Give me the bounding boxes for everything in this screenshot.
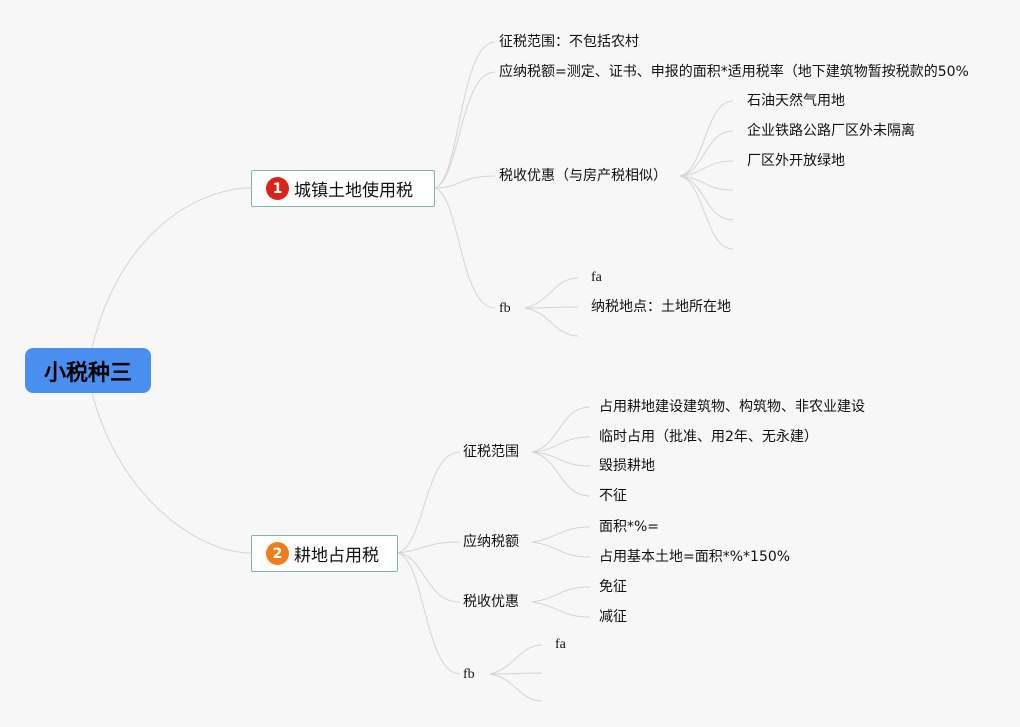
node-b1-fb-item[interactable]: fa <box>591 270 602 285</box>
priority-badge-2: 2 <box>266 542 289 565</box>
connector-b2-scope-4 <box>531 451 591 497</box>
connector-b2-pref-1 <box>531 586 591 603</box>
connector-b1-fb <box>434 187 496 309</box>
connector-b2-fb-2 <box>489 672 543 675</box>
root-label: 小税种三 <box>43 360 132 386</box>
connector-b2-pref-2 <box>531 601 591 618</box>
connector-b1-fb-2 <box>524 306 579 309</box>
connector-b2-fb <box>397 552 461 675</box>
branch-node-urban-land-tax[interactable]: 1 城镇土地使用税 <box>251 170 435 207</box>
node-b1-pref-item[interactable]: 石油天然气用地 <box>747 93 845 109</box>
node-b1-scope[interactable]: 征税范围：不包括农村 <box>499 34 639 50</box>
connector-b1-fb-1 <box>524 277 579 309</box>
node-b2-preference[interactable]: 税收优惠 <box>463 594 519 610</box>
connector-b2-scope-2 <box>531 436 591 453</box>
node-b2-amount-item[interactable]: 占用基本土地=面积*%*150% <box>599 549 791 565</box>
root-node[interactable]: 小税种三 <box>25 348 151 393</box>
node-b1-fb-item[interactable]: 纳税地点：土地所在地 <box>591 299 731 315</box>
branch-node-farmland-tax[interactable]: 2 耕地占用税 <box>251 535 398 572</box>
node-b2-fb[interactable]: fb <box>463 667 475 682</box>
connector-b1-pref-2 <box>679 130 734 177</box>
branch-label: 城镇土地使用税 <box>294 181 413 201</box>
node-b1-fb[interactable]: fb <box>499 301 511 316</box>
node-b2-fb-item[interactable]: fa <box>555 637 566 652</box>
connector-b1-fb-3 <box>524 307 579 337</box>
connector-b1-pref-6 <box>679 175 734 250</box>
priority-badge-1: 1 <box>266 177 289 200</box>
connector-b2-amount <box>397 541 461 554</box>
node-b1-pref-item[interactable]: 企业铁路公路厂区外未隔离 <box>747 123 915 139</box>
connector-root-branch1 <box>91 187 252 349</box>
node-b1-pref-item[interactable]: 厂区外开放绿地 <box>747 153 845 169</box>
connector-b1-pref <box>434 175 496 189</box>
node-b2-pref-item[interactable]: 减征 <box>599 609 627 625</box>
connector-b2-amount-2 <box>531 541 591 558</box>
branch-label: 耕地占用税 <box>294 546 379 566</box>
connector-b1-amount <box>434 71 496 189</box>
connector-b2-scope-3 <box>531 451 591 467</box>
connector-root-branch2 <box>91 392 252 554</box>
node-b2-scope-item[interactable]: 不征 <box>599 488 627 504</box>
connector-b2-amount-1 <box>531 526 591 543</box>
node-b1-preference[interactable]: 税收优惠（与房产税相似） <box>499 168 667 184</box>
node-b2-amount-item[interactable]: 面积*%= <box>599 519 660 535</box>
connector-b2-fb-3 <box>489 673 543 702</box>
connector-b1-scope <box>434 41 496 189</box>
connector-b1-pref-1 <box>679 100 734 177</box>
connector-b2-pref <box>397 552 461 603</box>
node-b2-pref-item[interactable]: 免征 <box>599 579 627 595</box>
node-b2-scope-item[interactable]: 临时占用（批准、用2年、无永建） <box>599 429 818 445</box>
connector-b2-fb-1 <box>489 644 543 675</box>
connector-b1-pref-3 <box>679 160 734 177</box>
node-b1-tax-amount[interactable]: 应纳税额=测定、证书、申报的面积*适用税率（地下建筑物暂按税款的50% <box>499 64 969 80</box>
connector-b1-pref-4 <box>679 175 734 191</box>
connector-b2-scope <box>397 451 461 554</box>
connector-b2-scope-1 <box>531 406 591 453</box>
connector-b1-pref-5 <box>679 175 734 221</box>
node-b2-scope-item[interactable]: 毁损耕地 <box>599 458 655 474</box>
node-b2-tax-amount[interactable]: 应纳税额 <box>463 534 519 550</box>
node-b2-scope[interactable]: 征税范围 <box>463 444 519 460</box>
node-b2-scope-item[interactable]: 占用耕地建设建筑物、构筑物、非农业建设 <box>599 399 865 415</box>
